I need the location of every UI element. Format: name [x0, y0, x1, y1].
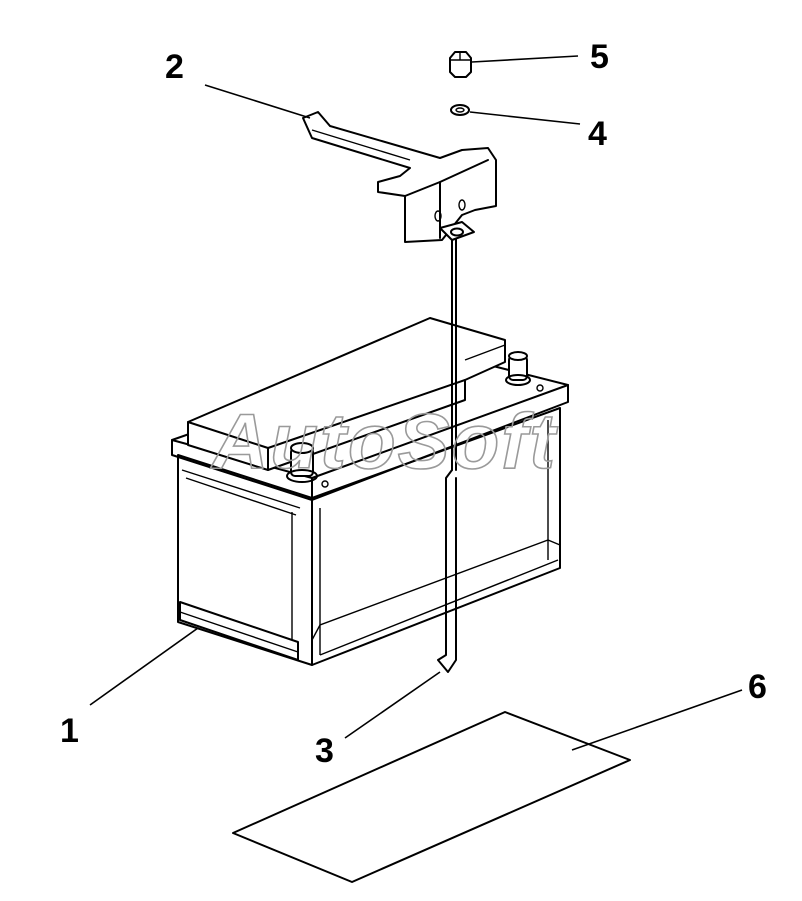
leader-5	[471, 55, 579, 63]
leader-1	[89, 627, 199, 706]
part-washer	[450, 104, 470, 116]
part-j-bolt	[437, 231, 457, 673]
leader-2	[204, 84, 311, 119]
callout-5: 5	[590, 38, 609, 76]
terminal-post-rear	[505, 351, 531, 386]
leader-4	[469, 111, 581, 125]
part-mat	[232, 711, 631, 883]
callout-2: 2	[165, 48, 184, 86]
callout-4: 4	[588, 115, 607, 153]
part-hold-down-bracket	[302, 111, 497, 243]
leader-3	[344, 671, 441, 739]
leader-6	[571, 689, 743, 751]
part-nut	[449, 51, 472, 78]
terminal-post-front	[286, 442, 318, 483]
watermark-text: AutoSoft	[210, 397, 558, 485]
part-battery	[171, 317, 569, 666]
callout-6: 6	[748, 668, 767, 706]
callout-3: 3	[315, 732, 334, 770]
callout-1: 1	[60, 712, 79, 750]
